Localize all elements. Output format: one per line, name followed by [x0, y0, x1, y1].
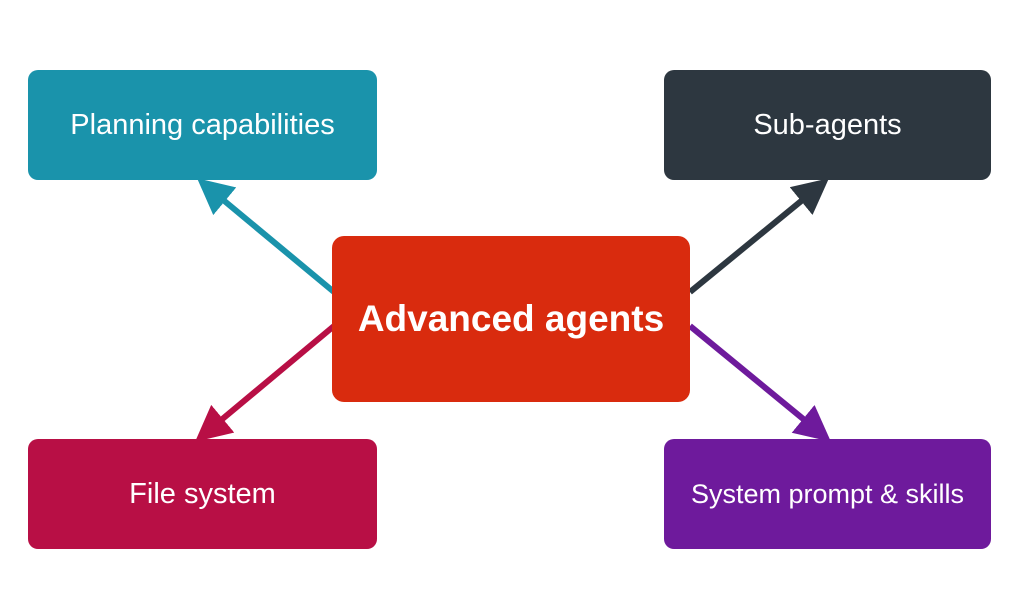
arrow-to-file-system [195, 323, 336, 442]
node-planning-capabilities: Planning capabilities [28, 70, 377, 180]
node-advanced-agents: Advanced agents [332, 236, 690, 402]
node-file-system: File system [28, 439, 377, 549]
node-label: System prompt & skills [690, 478, 965, 509]
arrow-to-planning-capabilities [197, 178, 336, 295]
node-label: File system [129, 477, 276, 510]
center-label: Advanced agents [357, 298, 665, 339]
arrow-to-sub-agents [688, 178, 829, 295]
node-label: Planning capabilities [70, 108, 335, 141]
node-label: Sub-agents [753, 108, 902, 141]
arrow-to-system-prompt-skills [688, 323, 831, 442]
node-system-prompt-skills: System prompt & skills [664, 439, 991, 549]
node-sub-agents: Sub-agents [664, 70, 991, 180]
